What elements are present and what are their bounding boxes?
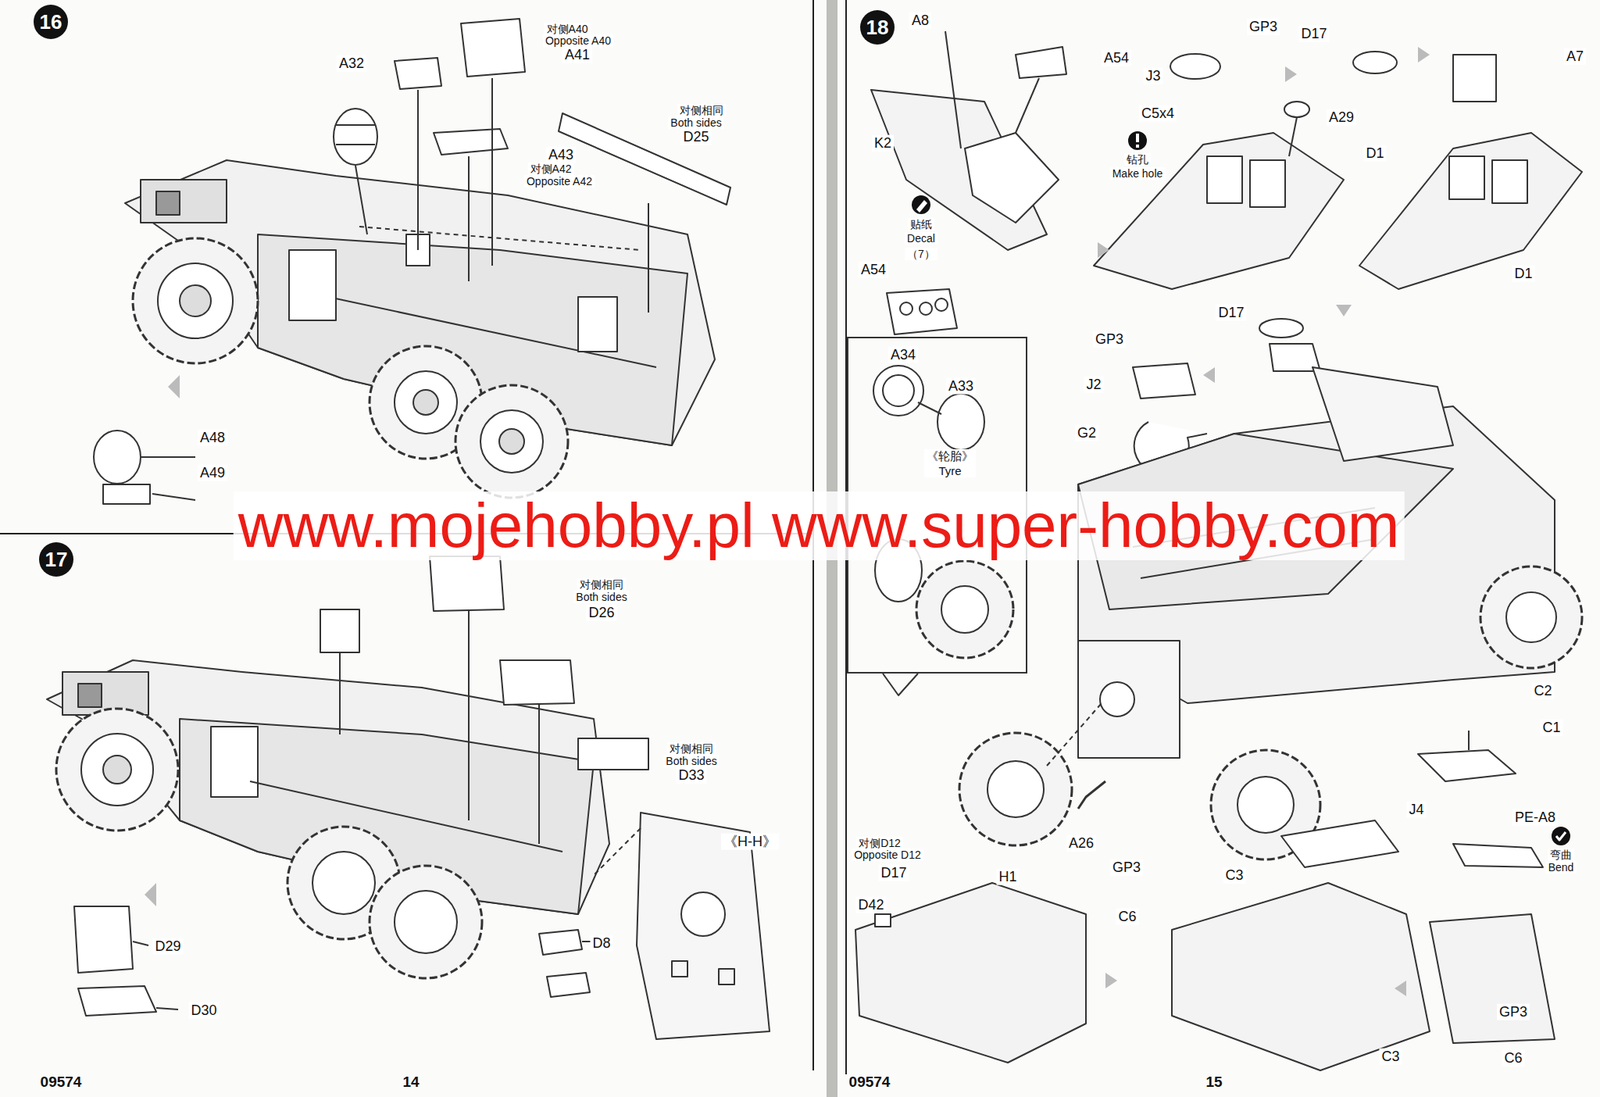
part-number: 《轮胎》 Tyre bbox=[924, 449, 976, 478]
part-number: C6 bbox=[1115, 908, 1139, 925]
part-number: D17 bbox=[1215, 304, 1247, 322]
part-number: A34 bbox=[888, 346, 918, 364]
part-number: C2 bbox=[1531, 682, 1554, 700]
step-number: 17 bbox=[39, 542, 74, 577]
part-number: A26 bbox=[1066, 835, 1097, 852]
part-number: D25 bbox=[680, 128, 711, 146]
part-number: A33 bbox=[946, 378, 976, 395]
part-number: A32 bbox=[336, 55, 367, 72]
note-text: （7） bbox=[904, 247, 938, 261]
part-number: D30 bbox=[188, 1002, 219, 1019]
step-number-text: 17 bbox=[45, 547, 68, 572]
part-number: GP3 bbox=[1092, 331, 1126, 348]
part-number: D33 bbox=[675, 767, 707, 784]
step-number-text: 18 bbox=[866, 15, 890, 40]
note-text: Opposite D12 bbox=[851, 848, 924, 861]
part-number: D26 bbox=[585, 604, 617, 622]
note-text: 贴纸 bbox=[907, 217, 935, 231]
part-number: C1 bbox=[1539, 719, 1563, 736]
part-number: A41 bbox=[562, 46, 593, 64]
part-number: J3 bbox=[1142, 67, 1163, 85]
page-number: 15 bbox=[1203, 1073, 1225, 1091]
part-number: H1 bbox=[996, 868, 1019, 886]
watermark: www.mojehobby.pl www.super-hobby.com bbox=[233, 491, 1405, 561]
part-number: G2 bbox=[1075, 425, 1099, 442]
part-number: D42 bbox=[855, 896, 886, 914]
part-number: A29 bbox=[1326, 109, 1357, 126]
part-number: 《H-H》 bbox=[721, 833, 779, 850]
part-number: C6 bbox=[1501, 1050, 1525, 1067]
note-text: Decal bbox=[904, 232, 938, 245]
note-text: Bend bbox=[1546, 860, 1577, 874]
step-number-text: 16 bbox=[39, 10, 63, 35]
part-number: D8 bbox=[589, 935, 613, 952]
note-text: 弯曲 bbox=[1547, 848, 1575, 861]
note-text: 对侧A42 bbox=[528, 162, 575, 175]
note-text: 对侧D12 bbox=[856, 836, 904, 850]
part-number: C3 bbox=[1222, 867, 1246, 884]
part-number: A54 bbox=[1101, 50, 1132, 67]
part-number: A49 bbox=[197, 464, 228, 482]
part-number: C3 bbox=[1378, 1048, 1402, 1065]
part-number: J4 bbox=[1406, 801, 1426, 818]
part-number: D1 bbox=[1363, 145, 1386, 162]
note-text: 对侧相同 bbox=[577, 578, 626, 591]
part-number: D29 bbox=[152, 938, 183, 955]
part-number: A48 bbox=[197, 429, 228, 447]
note-text: 对侧相同 bbox=[667, 742, 716, 755]
part-number: J2 bbox=[1083, 376, 1104, 393]
note-text: Both sides bbox=[667, 116, 724, 129]
note-text: 对侧相同 bbox=[677, 103, 726, 117]
part-number: GP3 bbox=[1246, 18, 1280, 36]
part-number: D1 bbox=[1511, 265, 1535, 283]
note-text: Opposite A40 bbox=[542, 34, 614, 47]
note-text: Opposite A42 bbox=[524, 175, 595, 188]
part-number: D17 bbox=[878, 864, 909, 882]
page-number: 09574 bbox=[846, 1073, 893, 1091]
note-text: Both sides bbox=[663, 754, 719, 768]
part-number: A43 bbox=[546, 146, 576, 164]
note-text: 对侧A40 bbox=[544, 22, 591, 36]
step-number: 18 bbox=[860, 10, 895, 45]
part-number: GP3 bbox=[1496, 1003, 1530, 1021]
part-number: A7 bbox=[1564, 48, 1586, 65]
part-number: K2 bbox=[871, 135, 894, 152]
part-number: PE-A8 bbox=[1512, 809, 1558, 826]
note-text: Make hole bbox=[1110, 167, 1166, 180]
part-number: A8 bbox=[909, 12, 932, 29]
page-number: 14 bbox=[400, 1073, 422, 1091]
part-number: C5x4 bbox=[1139, 105, 1177, 122]
note-text: 钻孔 bbox=[1124, 153, 1151, 166]
part-number: A54 bbox=[858, 261, 889, 279]
page-number: 09574 bbox=[38, 1073, 85, 1091]
part-number: GP3 bbox=[1110, 859, 1143, 876]
part-number: D17 bbox=[1298, 25, 1329, 43]
step-number: 16 bbox=[33, 4, 68, 40]
note-text: Both sides bbox=[573, 590, 629, 604]
